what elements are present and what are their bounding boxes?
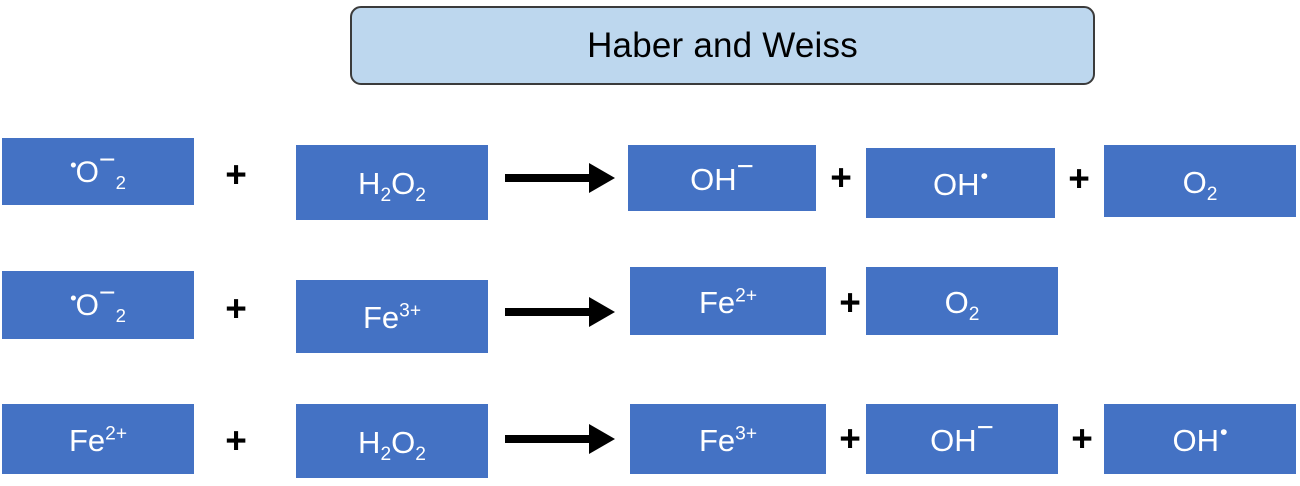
species-box-dioxygen: O2 bbox=[1104, 145, 1296, 217]
reaction-arrow-icon bbox=[505, 424, 615, 454]
species-box-hydroxide-ion: OH− bbox=[866, 404, 1058, 474]
species-label-hydroxide-ion: OH− bbox=[690, 150, 754, 197]
species-label-superoxide-radical-anion: •O−2 bbox=[70, 143, 126, 193]
plus-operator: + bbox=[1068, 157, 1090, 199]
species-box-iron-three-cation: Fe3+ bbox=[296, 280, 488, 353]
species-box-iron-three-cation: Fe3+ bbox=[630, 404, 826, 474]
species-label-hydroxide-ion: OH− bbox=[930, 411, 994, 458]
species-label-hydroxyl-radical: OH• bbox=[1172, 419, 1228, 458]
reaction-row-3: Fe2+ + H2O2 Fe3+ + OH− + OH• bbox=[0, 396, 1300, 486]
reaction-arrow-icon bbox=[505, 297, 615, 327]
species-box-hydroxyl-radical: OH• bbox=[1104, 404, 1296, 474]
species-box-iron-two-cation: Fe2+ bbox=[2, 404, 194, 474]
species-label-dioxygen: O2 bbox=[944, 284, 980, 325]
species-box-superoxide-radical-anion: •O−2 bbox=[2, 271, 194, 339]
species-box-hydrogen-peroxide: H2O2 bbox=[296, 404, 488, 478]
species-label-hydrogen-peroxide: H2O2 bbox=[358, 166, 426, 207]
arrow-head bbox=[589, 163, 615, 193]
species-label-iron-three-cation: Fe3+ bbox=[362, 300, 422, 335]
arrow-shaft bbox=[505, 435, 590, 443]
title-banner: Haber and Weiss bbox=[350, 6, 1095, 85]
species-label-iron-two-cation: Fe2+ bbox=[68, 422, 128, 458]
reaction-arrow-icon bbox=[505, 163, 615, 193]
species-box-dioxygen: O2 bbox=[866, 267, 1058, 335]
arrow-head bbox=[589, 297, 615, 327]
species-box-hydroxide-ion: OH− bbox=[628, 145, 816, 211]
plus-operator: + bbox=[225, 287, 247, 329]
arrow-shaft bbox=[505, 174, 590, 182]
species-box-superoxide-radical-anion: •O−2 bbox=[2, 138, 194, 205]
species-label-superoxide-radical-anion: •O−2 bbox=[70, 277, 126, 326]
species-label-hydrogen-peroxide: H2O2 bbox=[358, 424, 426, 465]
species-label-hydroxyl-radical: OH• bbox=[932, 163, 989, 202]
species-label-dioxygen: O2 bbox=[1182, 164, 1218, 205]
plus-operator: + bbox=[1071, 417, 1093, 459]
arrow-head bbox=[589, 424, 615, 454]
reaction-row-1: •O−2 + H2O2 OH− + OH• + O2 bbox=[0, 133, 1300, 223]
species-box-hydrogen-peroxide: H2O2 bbox=[296, 145, 488, 220]
plus-operator: + bbox=[830, 156, 852, 198]
species-label-iron-three-cation: Fe3+ bbox=[698, 422, 758, 458]
species-box-hydroxyl-radical: OH• bbox=[866, 148, 1055, 218]
page-title: Haber and Weiss bbox=[587, 25, 858, 65]
plus-operator: + bbox=[839, 281, 861, 323]
species-box-iron-two-cation: Fe2+ bbox=[630, 267, 826, 335]
arrow-shaft bbox=[505, 308, 590, 316]
species-label-iron-two-cation: Fe2+ bbox=[698, 284, 758, 320]
plus-operator: + bbox=[839, 417, 861, 459]
reaction-row-2: •O−2 + Fe3+ Fe2+ + O2 bbox=[0, 264, 1300, 354]
plus-operator: + bbox=[225, 419, 247, 461]
plus-operator: + bbox=[225, 153, 247, 195]
